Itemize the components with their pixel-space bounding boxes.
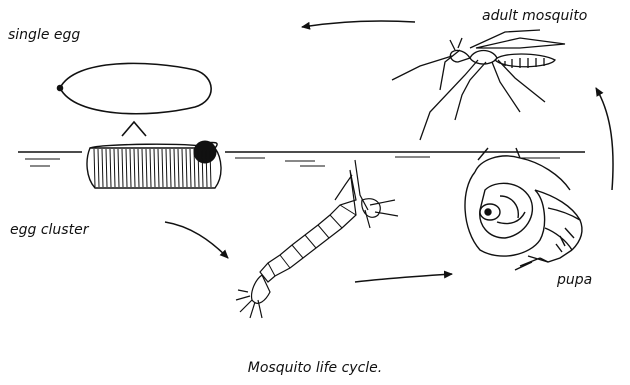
adult-mosquito-label: adult mosquito — [482, 8, 587, 24]
egg-cluster-ridge — [178, 149, 179, 187]
larva-segment — [330, 215, 342, 228]
arrow-pupa-to-adult — [596, 88, 613, 190]
egg-cluster-ridge — [166, 149, 167, 187]
larva-segment — [292, 245, 303, 258]
egg-cluster-ridge — [146, 149, 147, 187]
larva-segment — [305, 235, 316, 248]
figure-caption: Mosquito life cycle. — [0, 360, 630, 376]
larva-segment — [280, 255, 290, 268]
arrow-cluster-to-larva — [165, 222, 228, 258]
larva — [236, 160, 398, 318]
egg-cluster-ridge — [98, 149, 99, 187]
egg-cluster-ridge — [114, 149, 115, 187]
egg-cluster-ridge — [94, 149, 95, 187]
egg-cluster-ridge — [134, 149, 135, 187]
egg-cluster-ridge — [118, 149, 119, 187]
egg-cluster-ridge — [158, 149, 159, 187]
egg-cluster-ridge — [182, 149, 183, 187]
single-egg-label: single egg — [8, 27, 80, 43]
egg-cluster-label: egg cluster — [10, 222, 88, 238]
egg-cluster-ridge — [190, 149, 191, 187]
larva-segment — [340, 205, 356, 215]
egg-cluster-ridge — [162, 149, 163, 187]
egg-cluster-ridge — [138, 149, 139, 187]
egg-cluster-ridge — [106, 149, 107, 187]
larva-segment — [318, 225, 329, 238]
pupa-label: pupa — [557, 272, 592, 288]
egg-cluster-ridge — [142, 149, 143, 187]
egg-cluster — [87, 141, 221, 188]
pupa — [465, 148, 582, 270]
water-surface — [18, 152, 585, 166]
egg-cluster-ridge — [154, 149, 155, 187]
egg-cluster-ridge — [122, 149, 123, 187]
adult-mosquito — [392, 30, 565, 140]
arrow-adult-to-egg — [302, 21, 415, 27]
egg-cluster-ridge — [150, 149, 151, 187]
egg-cluster-ridge — [170, 149, 171, 187]
larva-segment — [268, 263, 275, 276]
egg-cluster-ridge — [126, 149, 127, 187]
egg-cluster-ridge — [186, 149, 187, 187]
egg-cluster-ridge — [130, 149, 131, 187]
egg-cluster-ridge — [110, 149, 111, 187]
arrow-larva-to-pupa — [355, 274, 452, 282]
egg-cluster-ridge — [102, 149, 103, 187]
single-egg — [58, 63, 212, 136]
egg-cluster-ridge — [174, 149, 175, 187]
